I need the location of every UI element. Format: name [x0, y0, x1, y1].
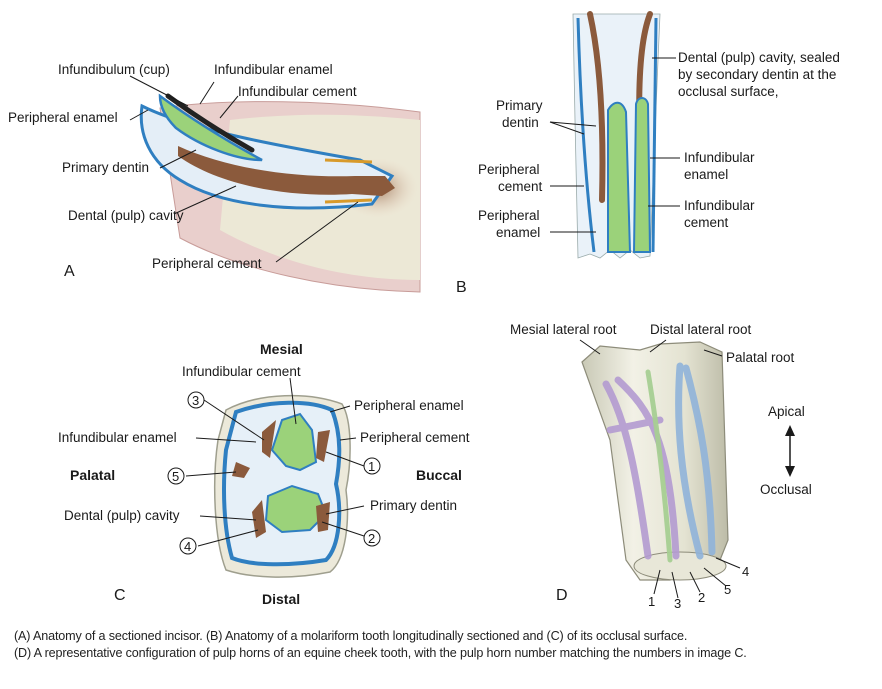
horn-number-1: 1	[368, 459, 375, 474]
panel-c-letter: C	[114, 587, 126, 604]
panel-b-letter: B	[456, 279, 467, 296]
pulp-left	[587, 11, 606, 203]
label-d-occlusal: Occlusal	[760, 482, 812, 497]
pulp-horn-2	[316, 502, 330, 532]
label-b-primary-dentin-1: Primary	[496, 98, 543, 113]
d-horn-number-5: 5	[724, 582, 731, 597]
horn-number-2: 2	[368, 531, 375, 546]
label-d-palatal-root: Palatal root	[726, 350, 795, 365]
peripheral-cement-strip	[324, 158, 373, 204]
d-horn-number-2: 2	[698, 590, 705, 605]
label-a-peripheral-enamel: Peripheral enamel	[8, 110, 118, 125]
label-b-pulp-line3: occlusal surface,	[678, 84, 779, 99]
label-b-primary-dentin-2: dentin	[502, 115, 539, 130]
label-c-pulp-cavity: Dental (pulp) cavity	[64, 508, 180, 523]
panel-d-letter: D	[556, 587, 568, 604]
label-b-peripheral-enamel-1: Peripheral	[478, 208, 540, 223]
infundibulum-left	[607, 101, 632, 253]
label-d-distal-root: Distal lateral root	[650, 322, 752, 337]
leader-lines	[129, 57, 741, 599]
occlusal-end	[633, 551, 727, 581]
pulp-horn-5	[232, 462, 250, 478]
horn-number-4: 4	[184, 539, 191, 554]
horn-circles	[167, 391, 381, 555]
horn-number-3: 3	[192, 393, 199, 408]
horn-number-5: 5	[172, 469, 179, 484]
panel-c-occlusal	[213, 394, 351, 578]
d-horn-number-1: 1	[648, 594, 655, 609]
pulp-horn-3	[262, 420, 276, 458]
label-c-palatal: Palatal	[70, 467, 115, 483]
label-a-peripheral-cement: Peripheral cement	[152, 256, 262, 271]
infundibulum-cup	[165, 93, 255, 153]
label-a-infundibular-cement: Infundibular cement	[238, 84, 357, 99]
blue-horn-path	[675, 362, 716, 560]
label-d-mesial-root: Mesial lateral root	[510, 322, 617, 337]
infundibular-enamel-ring	[158, 93, 263, 162]
panel-a-letter: A	[64, 263, 75, 280]
label-a-infundibular-enamel: Infundibular enamel	[214, 62, 333, 77]
panel-a-incisor	[139, 93, 421, 293]
label-a-primary-dentin: Primary dentin	[62, 160, 149, 175]
d-horn-number-3: 3	[674, 596, 681, 611]
label-b-infundibular-cement-1: Infundibular	[684, 198, 755, 213]
incisor-pulp	[178, 146, 395, 196]
label-c-peripheral-cement: Peripheral cement	[360, 430, 470, 445]
label-c-infundibular-enamel: Infundibular enamel	[58, 430, 177, 445]
infundibulum-right	[632, 97, 652, 253]
d-horn-number-4: 4	[742, 564, 749, 579]
infundibulum-mesial	[270, 412, 318, 472]
panel-b-longitudinal	[572, 11, 661, 259]
label-c-mesial: Mesial	[260, 341, 303, 357]
label-b-infundibular-enamel-1: Infundibular	[684, 150, 755, 165]
label-b-peripheral-enamel-2: enamel	[496, 225, 540, 240]
label-c-primary-dentin: Primary dentin	[370, 498, 457, 513]
green-horn-path	[645, 369, 673, 563]
label-c-buccal: Buccal	[416, 467, 462, 483]
label-c-distal: Distal	[262, 591, 300, 607]
caption-line-1: (A) Anatomy of a sectioned incisor. (B) …	[14, 629, 688, 643]
label-b-pulp-line2: by secondary dentin at the	[678, 67, 836, 82]
orientation-arrow	[785, 425, 795, 477]
label-infundibulum-cup: Infundibulum (cup)	[58, 62, 170, 77]
peripheral-enamel-right	[651, 17, 658, 253]
label-b-infundibular-cement-2: cement	[684, 215, 729, 230]
label-a-pulp-cavity: Dental (pulp) cavity	[68, 208, 184, 223]
label-c-peripheral-enamel: Peripheral enamel	[354, 398, 464, 413]
label-b-infundibular-enamel-2: enamel	[684, 167, 728, 182]
label-b-peripheral-cement-1: Peripheral	[478, 162, 540, 177]
label-d-apical: Apical	[768, 404, 805, 419]
pulp-horn-1	[316, 430, 330, 462]
label-b-peripheral-cement-2: cement	[498, 179, 543, 194]
label-c-infundibular-cement: Infundibular cement	[182, 364, 301, 379]
label-b-pulp-line1: Dental (pulp) cavity, sealed	[678, 50, 840, 65]
pulp-horn-4	[252, 500, 266, 538]
caption-line-2: (D) A representative configuration of pu…	[14, 646, 747, 660]
figure-caption: (A) Anatomy of a sectioned incisor. (B) …	[14, 628, 874, 662]
peripheral-enamel-left	[576, 17, 596, 253]
panel-d-pulp-horns	[581, 341, 729, 581]
